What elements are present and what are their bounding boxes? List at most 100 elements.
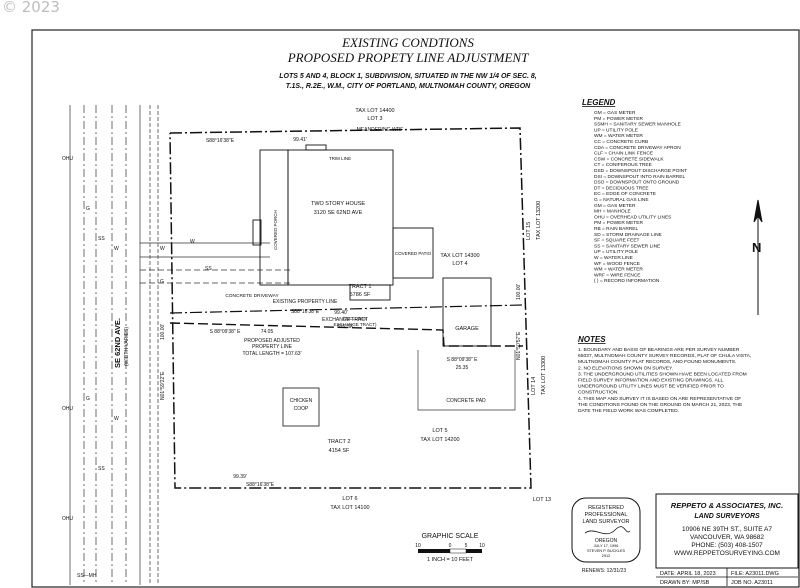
distance-existing: 99.40' xyxy=(334,310,348,316)
lot14-tax: TAX LOT 13300 xyxy=(541,356,547,395)
legend-item: WRF = WIRE FENCE xyxy=(594,272,641,278)
lot6-tax: TAX LOT 14100 xyxy=(330,505,369,511)
existing-pl-label: EXISTING PROPERTY LINE xyxy=(273,299,338,305)
notes-lines: 1. BOUNDARY AND BASIS OF BEARINGS ARE PE… xyxy=(578,347,751,414)
svg-text:OHU: OHU xyxy=(62,156,74,162)
svg-text:REGISTERED: REGISTERED xyxy=(588,505,624,511)
legend-item: CT = CONIFEROUS TREE xyxy=(594,162,652,168)
graphic-scale: GRAPHIC SCALE 10 0 5 10 1 INCH = 10 FEET xyxy=(415,533,485,563)
trim-line-label: TRIM LINE xyxy=(329,156,351,161)
distance-bottom: 99.39' xyxy=(233,474,247,480)
legend-item: DSD = DOWNSPOUT DISCHARGE POINT xyxy=(594,168,687,174)
north-arrow xyxy=(753,199,763,315)
exchange-label: EXCHANGE TRACT xyxy=(322,317,368,323)
note-line: UNDERGROUND UTILITY LINES MUST BE VERIFI… xyxy=(578,384,724,390)
distance-proposed-2: 25.35 xyxy=(456,365,469,371)
bearing-proposed-2: S 88°09'38" E xyxy=(447,357,479,363)
line-annotations: MEANDERING WRF S88°16'38"E 99.41' S88°16… xyxy=(160,127,522,488)
legend-item: PM = POWER METER xyxy=(594,220,643,226)
svg-text:RENEWS: 12/31/23: RENEWS: 12/31/23 xyxy=(582,568,626,574)
legend-item: DSI = DOWNSPOUT INTO RAIN BARREL xyxy=(594,174,685,180)
note-line: FIELD SURVEY INFORMATION AND EXISTING DR… xyxy=(578,378,723,384)
svg-text:OHU: OHU xyxy=(62,406,74,412)
svg-text:10906 NE 39TH ST., SUITE A7: 10906 NE 39TH ST., SUITE A7 xyxy=(682,526,772,533)
legend-item: ( ) = RECORD INFORMATION xyxy=(594,278,660,284)
bearing-top: S88°16'38"E xyxy=(206,138,235,144)
bearing-right: N01°50'57"E xyxy=(516,331,522,360)
copyright-watermark: © 2023 xyxy=(2,0,60,16)
total-length: TOTAL LENGTH = 107.63' xyxy=(242,351,301,357)
note-line: THE CONDITIONS FOUND ON THE GROUND ON MA… xyxy=(578,402,743,408)
subtitle-line-1: LOTS 5 AND 4, BLOCK 1, SUBDIVISION, SITU… xyxy=(279,73,537,80)
title-line-2: PROPOSED PROPETY LINE ADJUSTMENT xyxy=(287,50,529,65)
svg-text:LAND SURVEYORS: LAND SURVEYORS xyxy=(694,513,760,520)
street-width: (WIDTH VARIES) xyxy=(124,327,130,366)
scale-tick-0: 10 xyxy=(415,543,421,549)
lot4-label: LOT 4 xyxy=(452,261,467,267)
legend-item: OHU = OVERHEAD UTILITY LINES xyxy=(594,214,671,220)
svg-text:W: W xyxy=(160,246,165,252)
svg-text:WWW.REPPETOSURVEYING.COM: WWW.REPPETOSURVEYING.COM xyxy=(674,550,780,557)
lot13-label: LOT 13 xyxy=(533,497,551,503)
tract2-area: 4154 SF xyxy=(329,448,350,454)
garage-footprint xyxy=(442,277,492,347)
note-line: CONSTRUCTION. xyxy=(578,390,619,396)
exchange-area: 815 SF xyxy=(337,324,353,330)
lot5-label: LOT 5 xyxy=(432,428,447,434)
legend-item: GM = GAS METER xyxy=(594,203,636,209)
lot6-label: LOT 6 xyxy=(342,496,357,502)
lot3-label: LOT 3 xyxy=(367,116,382,122)
driveway-label: CONCRETE DRIVEWAY xyxy=(225,293,279,299)
lot5-tax: TAX LOT 14200 xyxy=(420,437,459,443)
svg-text:JOB NO. A23011: JOB NO. A23011 xyxy=(731,580,773,586)
legend-item: SF = SQUARE FEET xyxy=(594,238,640,244)
legend-item: SS = SANITARY SEWER LINE xyxy=(594,243,660,249)
legend-item: MH = MANHOLE xyxy=(594,209,631,215)
note-line: 65037, MULTNOMAH COUNTY SURVEY RECORDS, … xyxy=(578,353,751,359)
distance-top: 99.41' xyxy=(293,137,307,143)
proposed-pl-label-2: PROPERTY LINE xyxy=(252,344,292,350)
legend-item: UP = UTILITY POLE xyxy=(594,249,638,255)
legend-item: WF = WOOD FENCE xyxy=(594,261,640,267)
note-line: 2. NO ELEVATIONS SHOWN ON SURVEY. xyxy=(578,365,673,371)
lot-labels: TRACT 1 5786 SF (INCLUDES EXCHANGE TRACT… xyxy=(328,108,552,511)
sheet-border xyxy=(31,29,800,588)
house-label: TWO STORY HOUSE xyxy=(311,201,365,207)
svg-text:PROFESSIONAL: PROFESSIONAL xyxy=(585,512,628,518)
note-line: 3. THE UNDERGROUND UTILITIES SHOWN HAVE … xyxy=(578,371,747,377)
legend-item: CDA = CONCRETE DRIVEWAY APRON xyxy=(594,145,681,151)
lot3-tax: TAX LOT 14400 xyxy=(355,108,394,114)
legend-item: W = WATER LINE xyxy=(594,255,633,261)
tract1-label: TRACT 1 xyxy=(349,284,372,290)
bearing-existing: S88°16'38"E xyxy=(291,309,320,315)
svg-text:PHONE: (503) 408-1507: PHONE: (503) 408-1507 xyxy=(691,542,763,549)
svg-text:G: G xyxy=(86,206,90,212)
note-line: MULTNOMAH COUNTY PLAT RECORDS, AND FOUND… xyxy=(578,359,736,365)
svg-text:SS: SS xyxy=(98,236,105,242)
scale-tick-2: 5 xyxy=(465,543,468,549)
notes: NOTES 1. BOUNDARY AND BASIS OF BEARINGS … xyxy=(578,335,751,414)
lot15-tax: TAX LOT 13200 xyxy=(536,201,542,240)
scale-tick-1: 0 xyxy=(449,543,452,549)
tract1-area: 5786 SF xyxy=(350,292,371,298)
legend-item: WM = WATER METER xyxy=(594,133,643,139)
svg-text:JULY 17, 1996: JULY 17, 1996 xyxy=(594,544,619,548)
meandering-label: MEANDERING WRF xyxy=(357,127,404,133)
svg-text:OREGON: OREGON xyxy=(595,538,618,544)
subtitle-line-2: T.1S., R.2E., W.M., CITY OF PORTLAND, MU… xyxy=(286,83,531,90)
tract1-note: (INCLUDES xyxy=(343,316,367,321)
svg-text:LAND SURVEYOR: LAND SURVEYOR xyxy=(583,519,630,525)
scale-tick-3: 10 xyxy=(479,543,485,549)
legend-item: WM = WATER METER xyxy=(594,267,643,273)
bearing-bottom: S88°16'38"E xyxy=(246,482,275,488)
svg-text:DRAWN BY: MP/SB: DRAWN BY: MP/SB xyxy=(660,580,710,586)
svg-text:SS—MH: SS—MH xyxy=(77,573,97,579)
north-label: N xyxy=(752,240,761,255)
house-footprint xyxy=(252,144,434,301)
legend-item: DSO = DOWNSPOUT ONTO GROUND xyxy=(594,180,680,186)
lot14-label: LOT 14 xyxy=(531,377,537,395)
